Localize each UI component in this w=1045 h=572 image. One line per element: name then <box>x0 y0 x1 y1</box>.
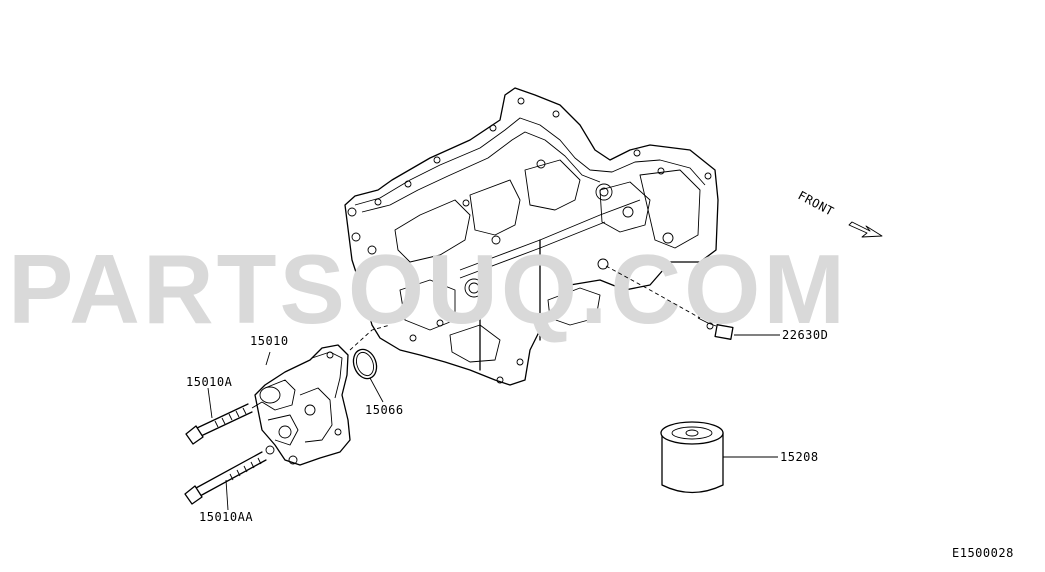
callout-o-ring: 15066 <box>365 403 404 417</box>
bolt-15010A: 15010A <box>185 375 263 445</box>
callout-oil-filter: 15208 <box>780 450 819 464</box>
sensor-22630D: 22630D <box>605 265 828 342</box>
callout-sensor: 22630D <box>782 328 828 342</box>
diagram-code: E1500028 <box>952 546 1014 560</box>
oil-filter-15208: 15208 <box>660 421 819 494</box>
watermark-text: PARTSOUQ.COM <box>8 234 848 344</box>
callout-oil-pump: 15010 <box>250 334 289 348</box>
callout-bolt-a: 15010A <box>186 375 233 389</box>
o-ring-15066: 15066 <box>352 348 404 417</box>
front-label: FRONT <box>796 188 837 218</box>
front-direction-indicator: FRONT <box>796 188 883 238</box>
oil-pan-housing <box>344 87 719 386</box>
bolt-15010AA: 15010AA <box>184 451 267 524</box>
arrow-right-down-icon <box>848 221 883 238</box>
oil-pump-15010: 15010 <box>250 334 351 466</box>
callout-bolt-aa: 15010AA <box>199 510 253 524</box>
